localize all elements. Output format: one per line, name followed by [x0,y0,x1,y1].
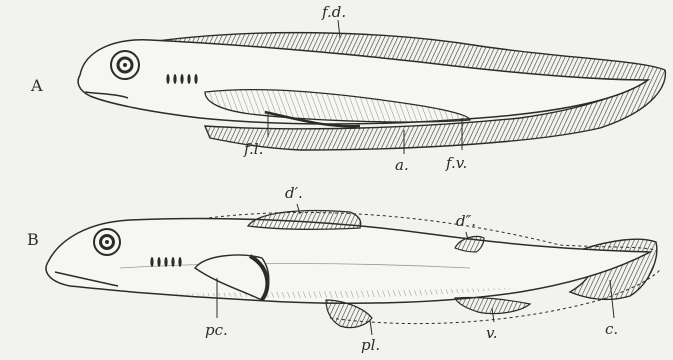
panel-label-a: A [31,78,43,94]
label-d2: d″. [456,214,476,229]
label-fv: f.v. [446,156,467,171]
adult-body [46,219,650,304]
pelvic-fin [326,300,372,328]
label-c: c. [605,322,618,337]
embryo-a [78,20,665,154]
panel-label-b: B [27,232,39,248]
label-fl: f.l. [244,142,263,157]
label-v: v. [486,326,497,341]
adult-b [46,204,660,335]
label-a: a. [395,158,409,173]
label-d1: d′. [285,186,303,201]
label-pc: pc. [205,323,228,338]
label-fd: f.d. [322,5,346,20]
label-pl: pl. [361,338,380,353]
